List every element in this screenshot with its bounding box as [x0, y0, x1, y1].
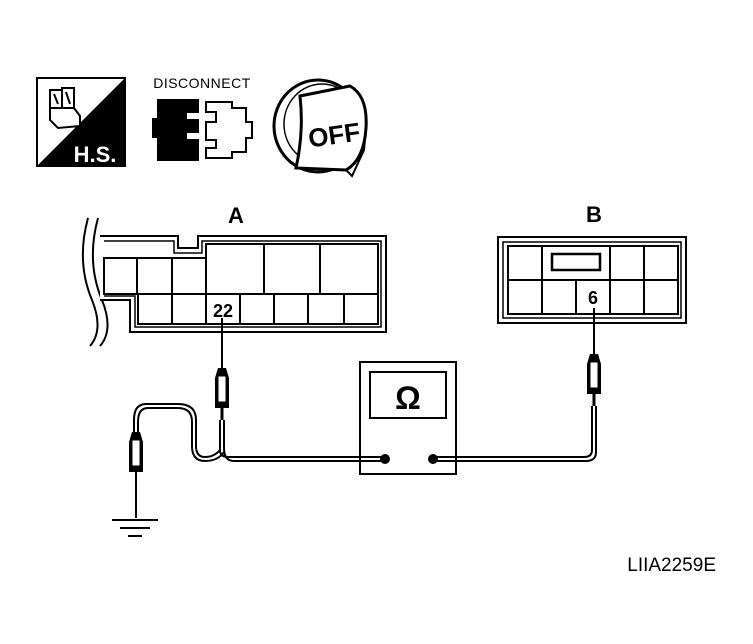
meter-terminal-right [428, 454, 438, 464]
test-leads [133, 403, 597, 463]
hand-switch-label: H.S. [74, 142, 117, 167]
meter-terminal-left [380, 454, 390, 464]
terminal-6-label: 6 [588, 288, 598, 308]
figure-id: LIIA2259E [627, 555, 716, 576]
connector-disconnect-icon: DISCONNECT [152, 75, 253, 161]
ignition-key-off-icon: OFF [272, 78, 368, 178]
ohm-symbol: Ω [395, 380, 421, 416]
connector-b: B 6 [497, 202, 687, 324]
probe-a [215, 318, 229, 420]
hand-switch-icon: H.S. [36, 77, 126, 167]
ground-symbol-icon [112, 519, 158, 537]
connector-a: A 22 [81, 203, 387, 347]
disconnect-label: DISCONNECT [153, 75, 251, 91]
ohmmeter-icon: Ω [359, 361, 457, 475]
probe-b [587, 308, 601, 406]
connector-a-label: A [228, 203, 244, 228]
probe-ground [129, 432, 143, 518]
terminal-22-label: 22 [213, 301, 233, 321]
ignition-off-label: OFF [306, 117, 362, 154]
connector-b-label: B [586, 202, 602, 227]
